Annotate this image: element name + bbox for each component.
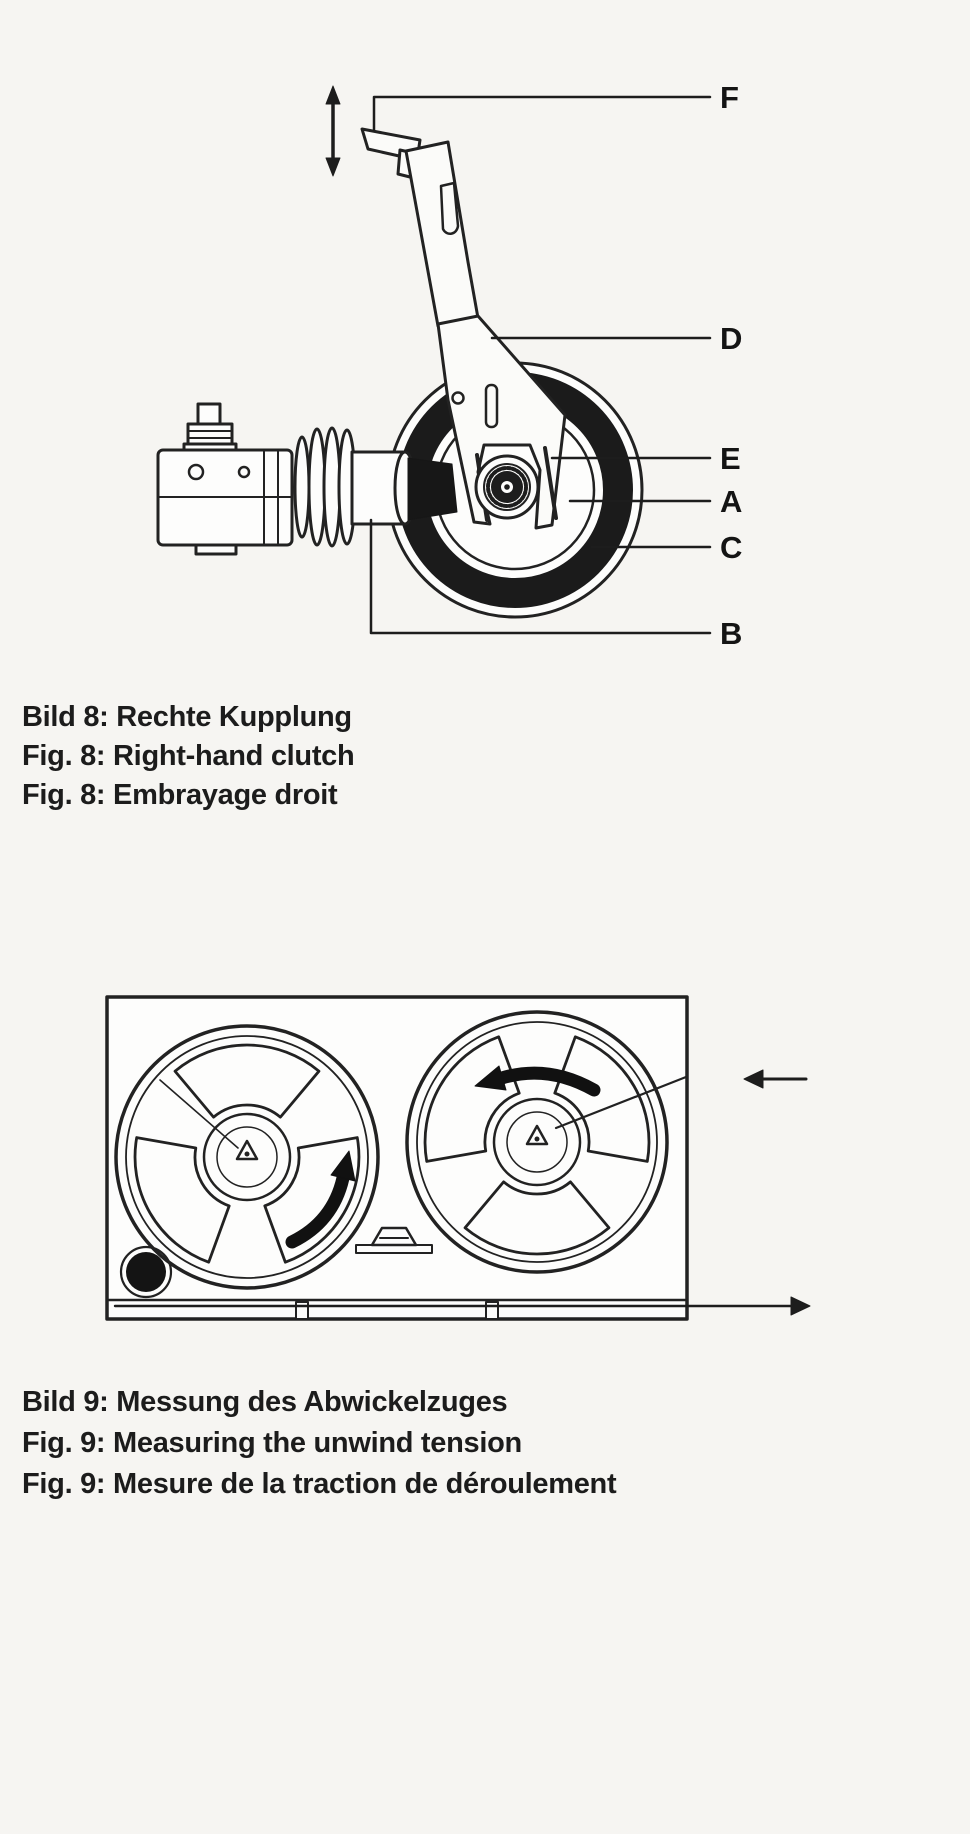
callout-lines: [369, 95, 712, 635]
left-reel: [114, 1006, 396, 1290]
right-reel: [388, 1010, 688, 1293]
figure9-caption-de: Bild 9: Messung des Abwickelzuges: [22, 1386, 508, 1418]
left-hub-marker: [235, 1139, 259, 1161]
callout-label-e: E: [720, 441, 741, 476]
leader-f: [372, 95, 712, 132]
leader-b: [369, 518, 712, 635]
right-prong-rod: [543, 446, 558, 520]
figure8-captions: Bild 8: Rechte Kupplung Fig. 8: Right-ha…: [22, 698, 355, 815]
figure8-caption-en: Fig. 8: Right-hand clutch: [22, 740, 355, 772]
clutch-pad: [407, 457, 458, 521]
figure9-caption-en: Fig. 9: Measuring the unwind tension: [22, 1427, 522, 1459]
drive-assembly: [156, 402, 417, 556]
left-reel-radial-line: [159, 1079, 239, 1149]
adjustment-double-arrow-icon: [325, 85, 341, 177]
callout-label-d: D: [720, 321, 742, 356]
tape-head: [355, 1226, 433, 1254]
supply-rotation-arrow-icon: [474, 1065, 601, 1097]
figure8-diagram: F D E A C B: [156, 80, 742, 651]
takeup-rotation-arrow-icon: [285, 1150, 356, 1249]
figure8-caption-de: Bild 8: Rechte Kupplung: [22, 701, 352, 733]
tape-lead-line: [554, 1075, 688, 1130]
callout-label-f: F: [720, 80, 739, 115]
capstan-roller: [119, 1245, 173, 1299]
figure8-caption-fr: Fig. 8: Embrayage droit: [22, 779, 338, 811]
callout-label-c: C: [720, 530, 742, 565]
callout-letters: F D E A C B: [720, 80, 742, 651]
right-hub-marker: [525, 1124, 549, 1146]
tension-gauge-arrow-icon: [743, 1069, 808, 1089]
clutch-hub: [474, 454, 540, 520]
figure9-diagram: [105, 995, 811, 1321]
callout-label-b: B: [720, 616, 742, 651]
tape-pull-arrow-icon: [113, 1296, 811, 1316]
figure9-captions: Bild 9: Messung des Abwickelzuges Fig. 9…: [22, 1382, 617, 1505]
figure9-caption-fr: Fig. 9: Mesure de la traction de déroule…: [22, 1468, 617, 1500]
clutch-lever-arm: [360, 127, 567, 530]
callout-label-a: A: [720, 484, 742, 519]
